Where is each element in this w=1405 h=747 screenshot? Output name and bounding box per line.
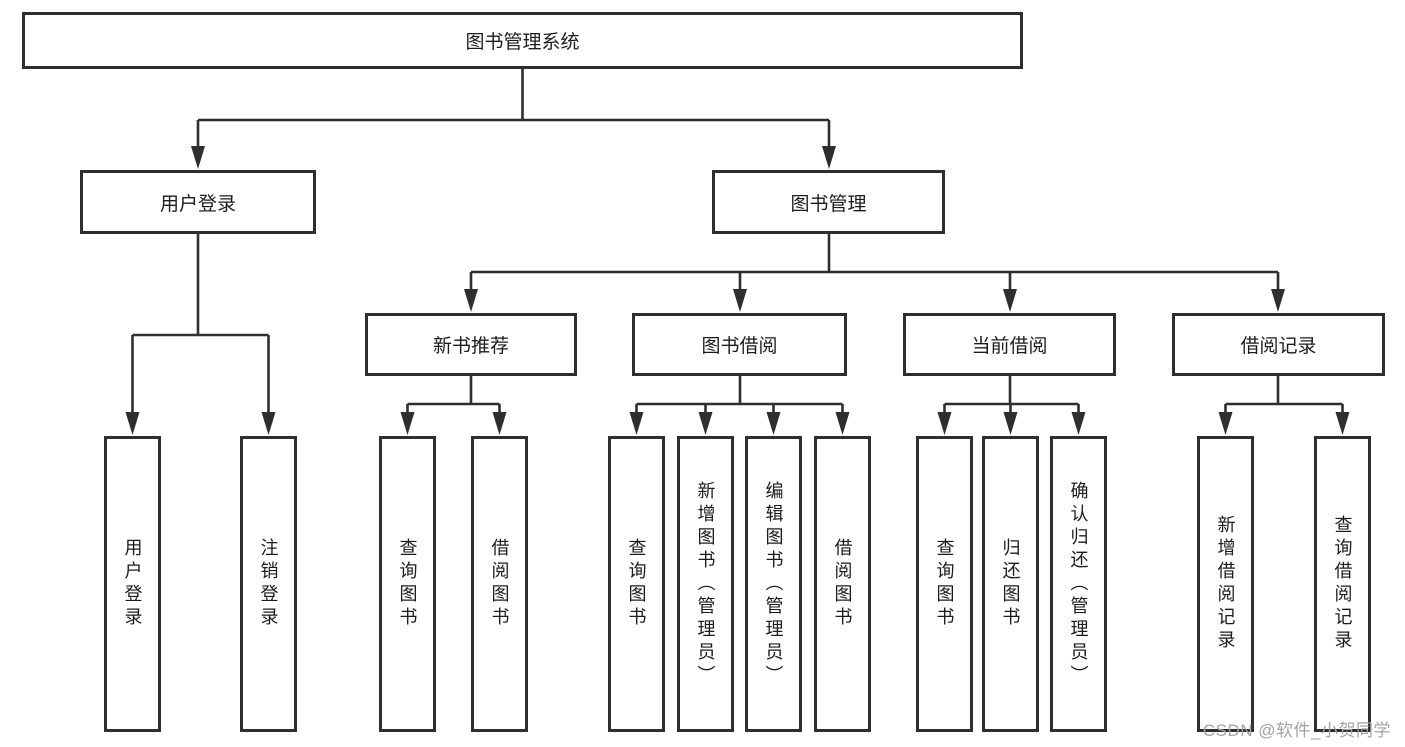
node-label: 新书推荐	[432, 336, 509, 357]
node-label: 用户登录	[122, 538, 143, 630]
leaf-query-books-borrow: 查询图书	[608, 436, 665, 732]
node-book-management: 图书管理	[712, 170, 945, 234]
node-label: 图书管理	[790, 193, 867, 215]
leaf-add-borrow-record: 新增借阅记录	[1197, 436, 1254, 732]
leaf-query-books-current: 查询图书	[916, 436, 973, 732]
arrowhead-icons	[125, 146, 1350, 435]
node-book-borrow: 图书借阅	[632, 313, 847, 376]
leaf-logout: 注销登录	[240, 436, 297, 732]
node-current-borrow: 当前借阅	[903, 313, 1116, 376]
node-label: 查询图书	[934, 538, 955, 630]
leaf-user-login: 用户登录	[104, 436, 161, 732]
leaf-edit-books-admin: 编辑图书（管理员）	[745, 436, 802, 732]
node-label: 借阅图书	[489, 538, 510, 630]
node-label: 编辑图书（管理员）	[763, 480, 784, 688]
node-label: 图书借阅	[701, 336, 778, 357]
leaf-query-books-recommend: 查询图书	[379, 436, 436, 732]
node-label: 新增图书（管理员）	[695, 480, 716, 688]
node-label: 当前借阅	[971, 336, 1048, 357]
node-label: 借阅记录	[1240, 336, 1317, 357]
node-borrow-records: 借阅记录	[1172, 313, 1385, 376]
leaf-query-borrow-record: 查询借阅记录	[1314, 436, 1371, 732]
leaf-return-books: 归还图书	[982, 436, 1039, 732]
node-label: 图书管理系统	[465, 32, 580, 53]
node-new-book-recommend: 新书推荐	[365, 313, 577, 376]
node-label: 查询借阅记录	[1332, 515, 1353, 653]
node-label: 用户登录	[159, 193, 236, 215]
leaf-confirm-return-admin: 确认归还（管理员）	[1050, 436, 1107, 732]
node-root-library-system: 图书管理系统	[22, 12, 1023, 69]
node-label: 查询图书	[626, 538, 647, 630]
node-label: 注销登录	[258, 538, 279, 630]
leaf-add-books-admin: 新增图书（管理员）	[677, 436, 734, 732]
csdn-watermark: CSDN @软件_小贺同学	[1202, 721, 1391, 740]
leaf-borrow-books: 借阅图书	[814, 436, 871, 732]
node-label: 归还图书	[1000, 538, 1021, 630]
node-label: 借阅图书	[832, 538, 853, 630]
node-label: 确认归还（管理员）	[1068, 480, 1089, 688]
node-user-login: 用户登录	[80, 170, 316, 234]
node-label: 新增借阅记录	[1215, 515, 1236, 653]
leaf-borrow-books-recommend: 借阅图书	[471, 436, 528, 732]
node-label: 查询图书	[397, 538, 418, 630]
